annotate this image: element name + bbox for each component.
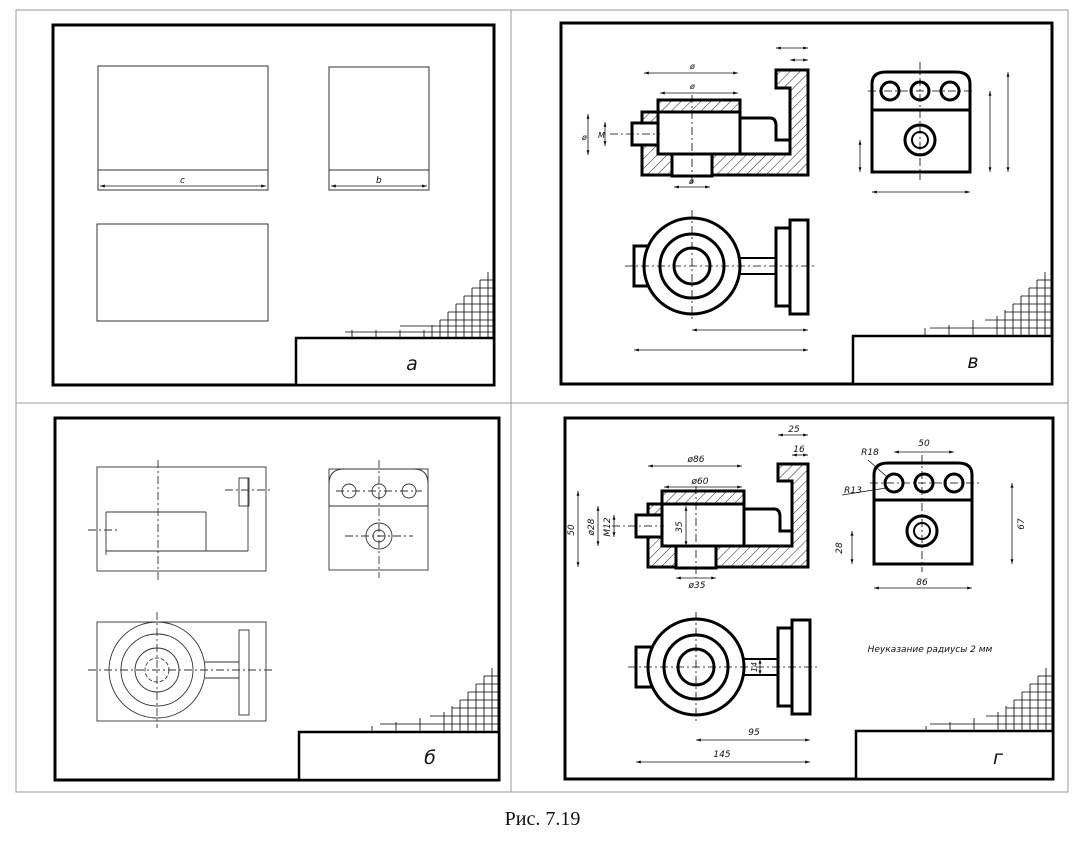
sheet-border	[559, 21, 1054, 386]
dim-25: 25	[788, 425, 800, 435]
side-view	[870, 455, 980, 572]
dim-95: 95	[748, 728, 760, 738]
dim-phi-2: ø	[689, 82, 695, 91]
title-block	[854, 729, 1055, 781]
dim-35-diameter: ø35	[688, 581, 706, 591]
section-dimensions	[586, 46, 808, 189]
title-block	[294, 336, 496, 387]
technical-drawing-figure: а c b б	[15, 9, 1069, 793]
top-dimensions	[636, 659, 810, 764]
side-view	[868, 62, 975, 180]
dim-50-vertical: 50	[567, 524, 577, 536]
view-top-thin	[88, 612, 275, 728]
dim-14: 14	[750, 662, 759, 672]
top-dimensions	[634, 328, 808, 352]
panel-letter: в	[967, 351, 978, 373]
dimension-b-label: b	[376, 176, 382, 186]
figure-caption: Рис. 7.19	[504, 808, 581, 830]
section-view	[610, 68, 810, 185]
dim-m12: M12	[603, 517, 613, 536]
panel-letter: г	[993, 747, 1004, 769]
panel-g: г 25 16 ø86 ø60 ø35 50 ø28 M12	[563, 416, 1055, 781]
dim-60-diameter: ø60	[691, 477, 709, 487]
sheet-border	[51, 23, 496, 387]
panel-a: а c b	[51, 23, 496, 387]
dim-phi-4: ø	[581, 133, 587, 142]
panel-letter: а	[406, 353, 418, 375]
top-view	[625, 210, 815, 320]
panel-b: б	[53, 416, 501, 782]
dim-phi-3: ø	[688, 177, 694, 186]
title-block	[297, 730, 501, 782]
dim-m: M	[598, 131, 605, 140]
drawing-note: Неуказание радиусы 2 мм	[868, 645, 993, 655]
panel-letter: б	[424, 747, 436, 769]
sheet-border	[53, 416, 501, 782]
grid-fill	[371, 668, 499, 732]
view-front-thin	[88, 460, 270, 580]
figure-frame	[15, 9, 1069, 793]
grid-fill	[345, 272, 494, 338]
dim-86-width: 86	[916, 578, 928, 588]
sheet-border	[563, 416, 1055, 781]
view-side-thin	[328, 460, 429, 578]
section-view	[612, 462, 810, 578]
dim-r18: R18	[861, 448, 879, 458]
top-view	[628, 612, 818, 722]
dim-145: 145	[713, 750, 730, 760]
dim-67: 67	[1017, 518, 1027, 530]
side-dimensions	[858, 72, 1010, 194]
dimension-c-label: c	[180, 176, 185, 186]
section-dimensions	[576, 433, 808, 580]
dim-28-diameter: ø28	[587, 518, 597, 536]
side-dimensions	[841, 450, 1014, 590]
panel-v: в ø ø ø ø M	[559, 21, 1054, 386]
grid-fill	[924, 272, 1052, 336]
grid-fill	[925, 668, 1053, 731]
dim-35-vertical: 35	[675, 521, 685, 533]
dim-28-vertical: 28	[835, 542, 845, 554]
dim-r13: R13	[844, 486, 862, 496]
dim-16: 16	[793, 445, 805, 455]
view-outlines	[96, 65, 430, 322]
dim-86-diameter: ø86	[687, 455, 705, 465]
dim-phi-1: ø	[689, 62, 695, 71]
dim-50-horizontal: 50	[918, 439, 930, 449]
title-block	[851, 334, 1054, 386]
